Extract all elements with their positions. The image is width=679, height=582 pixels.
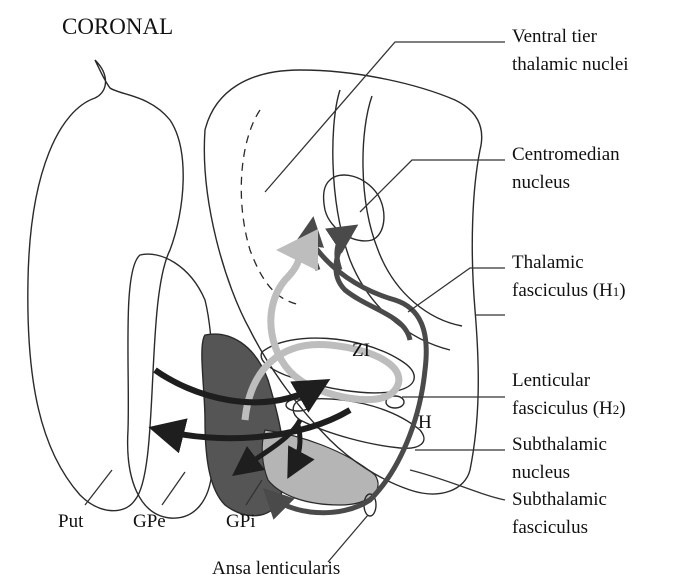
- leader-thalamic-fasciculus: [408, 268, 505, 312]
- label-subthalamic-fasciculus-line2: fasciculus: [512, 517, 588, 538]
- label-ventral-tier-line2: thalamic nuclei: [512, 54, 629, 75]
- gpe-outline: [128, 254, 214, 518]
- label-gpe: GPe: [133, 511, 166, 532]
- leader-put: [85, 470, 112, 505]
- leader-ventral-tier: [265, 42, 505, 192]
- leader-ansa: [328, 515, 368, 562]
- label-put: Put: [58, 511, 84, 532]
- label-centromedian-line1: Centromedian: [512, 144, 620, 165]
- leader-gpe: [162, 472, 185, 505]
- diagram-title: CORONAL: [62, 14, 173, 39]
- label-gpi: GPi: [226, 511, 256, 532]
- label-thalamic-fasciculus-line2: fasciculus (H1): [512, 280, 626, 301]
- centromedian-contour: [333, 90, 450, 350]
- label-ansa-lenticularis: Ansa lenticularis: [212, 558, 340, 579]
- leader-subthalamic-fasciculus: [410, 470, 505, 500]
- label-centromedian-line2: nucleus: [512, 172, 570, 193]
- label-ventral-tier-line1: Ventral tier: [512, 26, 598, 47]
- label-lenticular-fasciculus-line1: Lenticular: [512, 370, 591, 391]
- label-subthalamic-nucleus-line1: Subthalamic: [512, 434, 607, 455]
- label-thalamic-fasciculus-line1: Thalamic: [512, 252, 584, 273]
- label-subthalamic-fasciculus-line1: Subthalamic: [512, 489, 607, 510]
- centromedian-nucleus-outline: [324, 175, 384, 241]
- label-zi: ZI: [352, 340, 370, 361]
- putamen-outline: [28, 60, 183, 511]
- label-lenticular-fasciculus-line2: fasciculus (H2): [512, 398, 626, 419]
- label-h: H: [418, 412, 432, 433]
- label-subthalamic-nucleus-line2: nucleus: [512, 462, 570, 483]
